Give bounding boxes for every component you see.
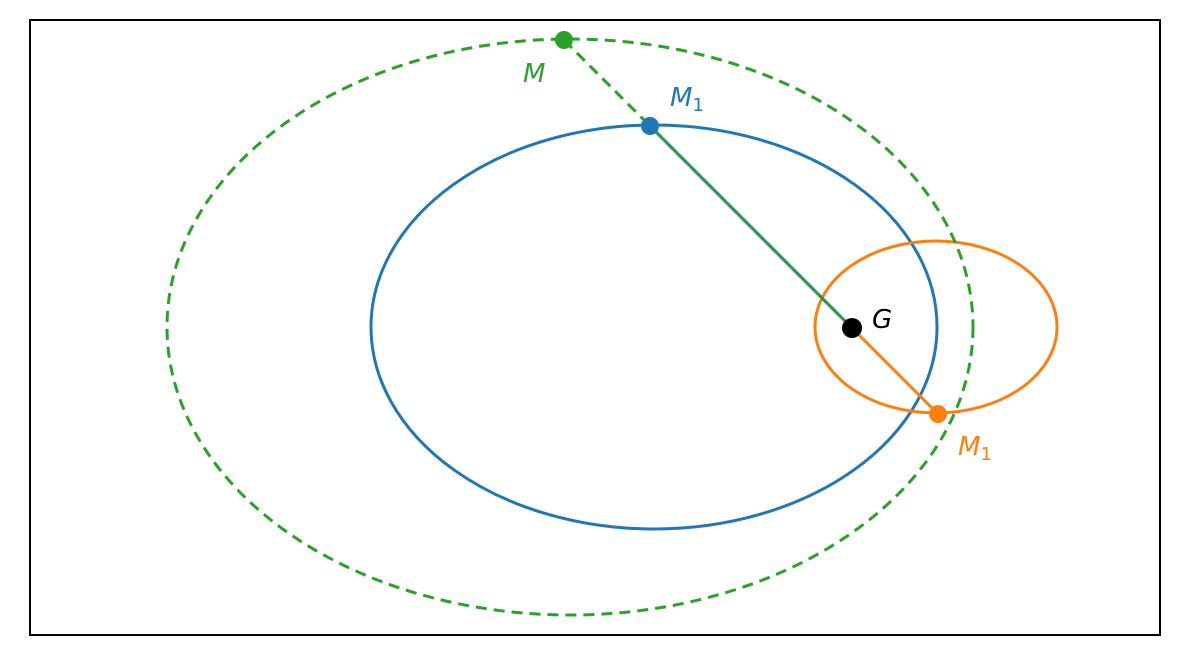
label-combined-m: M <box>523 59 545 89</box>
point-combined-m <box>555 31 573 49</box>
point-body-a <box>641 117 659 135</box>
label-body-a: M1 <box>670 83 704 116</box>
label-body-b: M1 <box>958 432 992 465</box>
line-g-to-body-a-overlay <box>649 125 853 329</box>
line-g-to-body-b <box>850 326 940 416</box>
plot-frame <box>29 19 1161 636</box>
point-body-b <box>929 405 947 423</box>
label-origin-g: G <box>872 305 892 335</box>
point-origin-g <box>842 318 862 338</box>
